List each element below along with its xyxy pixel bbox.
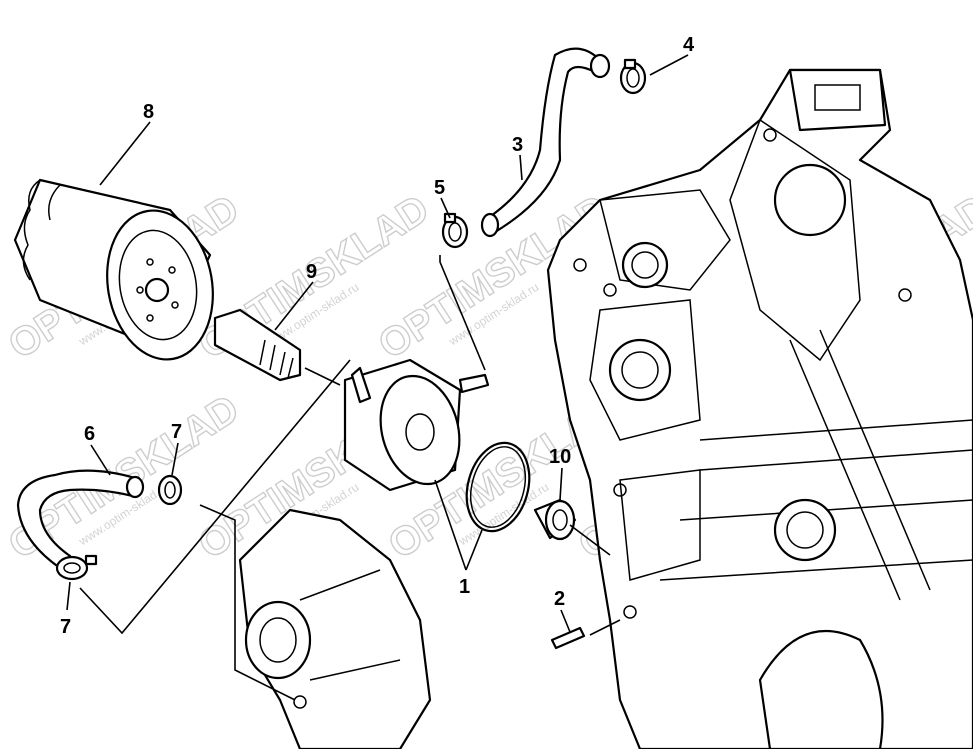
hose-clamp-5 (441, 212, 469, 249)
oil-cooler (343, 358, 490, 492)
o-ring (465, 441, 531, 533)
callout-5: 5 (434, 177, 445, 199)
callout-3: 3 (512, 134, 523, 156)
callout-2: 2 (554, 588, 565, 610)
pump-housing (238, 508, 432, 749)
dowel-pin (550, 626, 586, 650)
oil-filter (13, 178, 214, 361)
engine-block (546, 68, 973, 749)
hose-upper (480, 47, 611, 238)
callout-10: 10 (549, 446, 571, 468)
callout-1: 1 (459, 576, 470, 598)
callout-7-lower: 7 (60, 616, 71, 638)
hose-clamp-4 (619, 58, 647, 95)
hose-clamp-7-lower (55, 554, 98, 581)
threaded-stud (213, 308, 302, 382)
callout-6: 6 (84, 423, 95, 445)
callout-8: 8 (143, 101, 154, 123)
leader-lines (66, 54, 689, 701)
bushing (533, 498, 577, 541)
hose-clamp-7-upper (157, 474, 183, 506)
callout-9: 9 (306, 261, 317, 283)
callout-4: 4 (683, 34, 695, 56)
callout-7-upper: 7 (171, 421, 182, 443)
callout-labels: 8 9 3 4 5 6 7 7 10 1 2 (60, 34, 695, 638)
